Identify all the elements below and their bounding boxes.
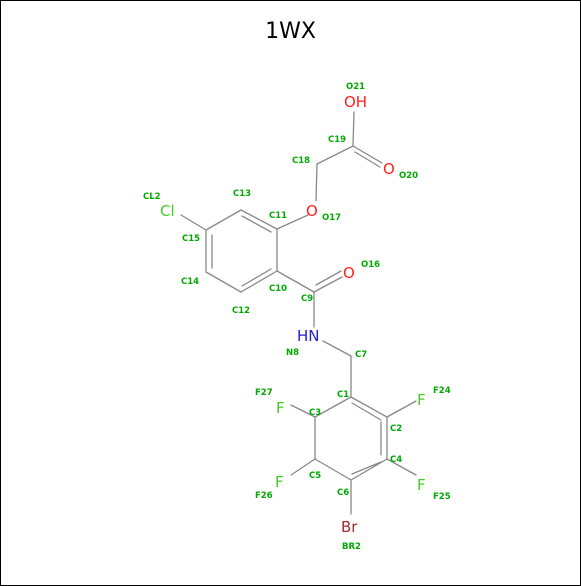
bond-c6-c5 — [314, 458, 352, 481]
bond-c4-f25 — [386, 458, 417, 476]
atom-index-o16: O16 — [361, 260, 380, 270]
atom-o16: O — [343, 264, 355, 282]
atom-index-o21: O21 — [346, 82, 365, 92]
bond-c10-c9 — [276, 270, 315, 293]
atom-o20: O — [383, 160, 395, 178]
atom-index-o17: O17 — [322, 213, 341, 223]
bond-n8-c7 — [322, 340, 352, 357]
atom-index-f24: F24 — [433, 386, 451, 396]
atom-f24: F — [417, 391, 426, 409]
atom-br: Br — [341, 518, 358, 536]
bond-c5-f26 — [290, 458, 316, 476]
atom-index-c13: C13 — [233, 189, 251, 199]
atom-index-c12: C12 — [232, 306, 250, 316]
atom-oh: OH — [344, 93, 367, 111]
bond-c15-cl — [180, 214, 207, 231]
atom-index-c19: C19 — [328, 135, 346, 145]
atom-index-c6: C6 — [337, 488, 349, 498]
atom-index-c15: C15 — [182, 234, 200, 244]
bond-inner-c1-c2 — [351, 402, 382, 421]
atom-cl: Cl — [160, 202, 175, 220]
atom-index-f26: F26 — [255, 491, 273, 501]
bond-c1-c2 — [350, 396, 388, 418]
atom-index-c18: C18 — [292, 156, 310, 166]
bond-c3-c1 — [314, 396, 352, 418]
bond-inner-c12-c10 — [241, 268, 272, 287]
bond-inner-c11-c13 — [241, 215, 272, 233]
bond-c12-c10 — [240, 270, 278, 293]
atom-index-c1: C1 — [337, 390, 349, 400]
atom-labels: O21 OH C19 C18 O20 O CL2 Cl C13 C11 O O1… — [143, 82, 451, 552]
bond-c18-c19 — [316, 145, 354, 165]
bond-c18-o17 — [315, 163, 318, 202]
bond-c19-o20-double — [354, 151, 381, 168]
bond-c3-f27 — [290, 404, 316, 418]
atom-f25: F — [417, 476, 426, 494]
bond-c9-o16-double — [315, 270, 342, 286]
atom-index-c10: C10 — [269, 284, 287, 294]
atom-index-c14: C14 — [181, 277, 199, 287]
atom-index-br2: BR2 — [342, 542, 361, 552]
bond-c19-o20 — [352, 145, 383, 164]
atom-f26: F — [275, 473, 284, 491]
atom-index-f27: F27 — [255, 388, 273, 398]
bond-inner-c4-c6 — [351, 461, 382, 475]
atom-index-f25: F25 — [433, 492, 451, 502]
atom-index-cl2: CL2 — [143, 192, 161, 202]
atom-index-c7: C7 — [355, 350, 367, 360]
atom-o17: O — [306, 202, 318, 220]
bond-c14-c12 — [205, 271, 242, 293]
bond-c11-c13 — [240, 209, 278, 230]
atom-index-c3: C3 — [309, 408, 321, 418]
atom-index-n8: N8 — [286, 348, 299, 358]
atom-index-c4: C4 — [390, 455, 402, 465]
atom-hn: HN — [297, 327, 320, 345]
bond-c2-f24 — [386, 400, 417, 418]
atom-index-o20: O20 — [399, 171, 418, 181]
molecule-title: 1WX — [265, 19, 316, 44]
bond-o17-c11 — [276, 214, 309, 230]
atom-index-c2: C2 — [390, 424, 402, 434]
atom-index-c5: C5 — [309, 471, 321, 481]
atom-f27: F — [276, 399, 285, 417]
bond-c19-oh — [352, 111, 355, 147]
atom-index-c11: C11 — [269, 211, 287, 221]
bond-c9-o16 — [313, 276, 343, 293]
bond-c13-c15 — [205, 209, 242, 231]
bonds — [180, 111, 417, 515]
atom-index-c9: C9 — [301, 294, 313, 304]
